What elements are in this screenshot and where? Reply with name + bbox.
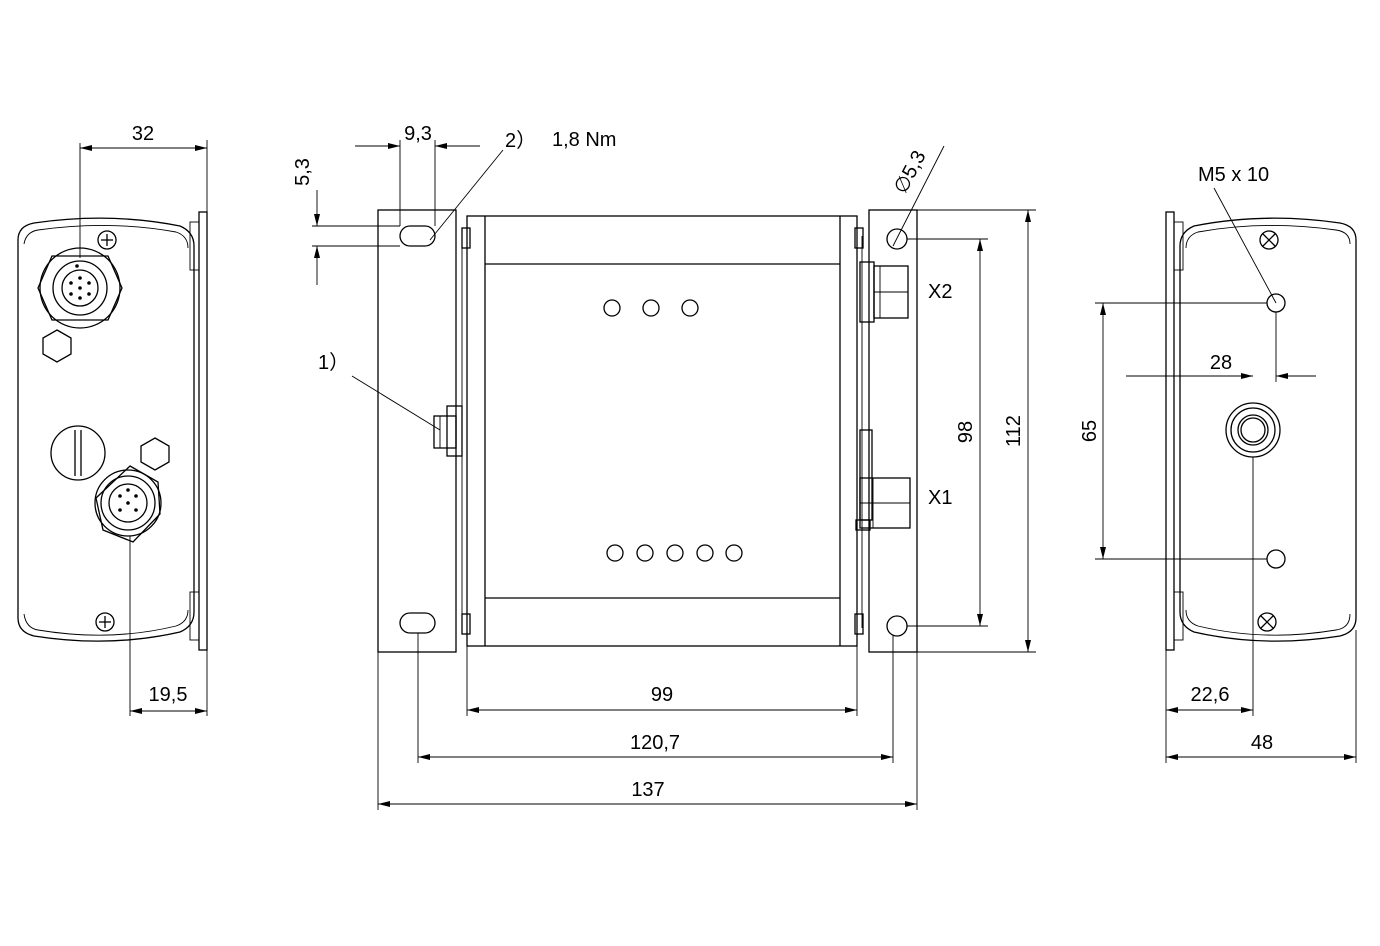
connector-x2-icon <box>859 261 909 323</box>
thread-hole-icon <box>1266 549 1286 569</box>
connector-5pin-icon <box>94 465 162 543</box>
hex-icon <box>42 329 72 363</box>
dim-22-6: 22,6 <box>1191 684 1230 706</box>
label-x2: X2 <box>928 281 952 303</box>
screw-icon <box>1259 230 1279 250</box>
dim-28: 28 <box>1210 352 1232 374</box>
left-view: 32 19,5 <box>17 123 208 716</box>
ground-connector-icon <box>1225 402 1281 458</box>
led-icon <box>606 544 743 562</box>
dim-120-7: 120,7 <box>630 732 680 754</box>
dim-5-3: 5,3 <box>292 158 314 186</box>
dim-99: 99 <box>651 684 673 706</box>
hex-icon <box>140 437 170 471</box>
note-2: 2） <box>505 129 536 152</box>
dim-98: 98 <box>955 421 977 443</box>
screw-icon <box>97 230 117 250</box>
dim-19-5: 19,5 <box>149 684 188 706</box>
cap-icon <box>50 425 106 481</box>
dim-65: 65 <box>1079 420 1101 442</box>
side-connector-icon <box>433 405 463 457</box>
dim-48: 48 <box>1251 732 1273 754</box>
note-1: 1） <box>318 351 349 374</box>
screw-icon <box>1257 612 1277 632</box>
hole-diameter: ∅5,3 <box>890 147 931 197</box>
dim-137: 137 <box>631 779 664 801</box>
dim-32: 32 <box>132 123 154 145</box>
dim-112: 112 <box>1003 415 1025 447</box>
connector-x1-icon <box>855 429 911 531</box>
dim-9-3: 9,3 <box>404 123 432 145</box>
front-view: 9,3 5,3 2） 1,8 Nm 1） ∅5,3 X2 X1 98 112 9… <box>292 123 1036 810</box>
right-view: M5 x 10 28 65 22,6 48 <box>1079 164 1357 763</box>
thread-label: M5 x 10 <box>1198 164 1269 186</box>
screw-icon <box>95 612 115 632</box>
torque-note: 1,8 Nm <box>552 129 616 151</box>
led-icon <box>603 299 699 317</box>
connector-8pin-icon <box>37 247 123 329</box>
label-x1: X1 <box>928 487 952 509</box>
